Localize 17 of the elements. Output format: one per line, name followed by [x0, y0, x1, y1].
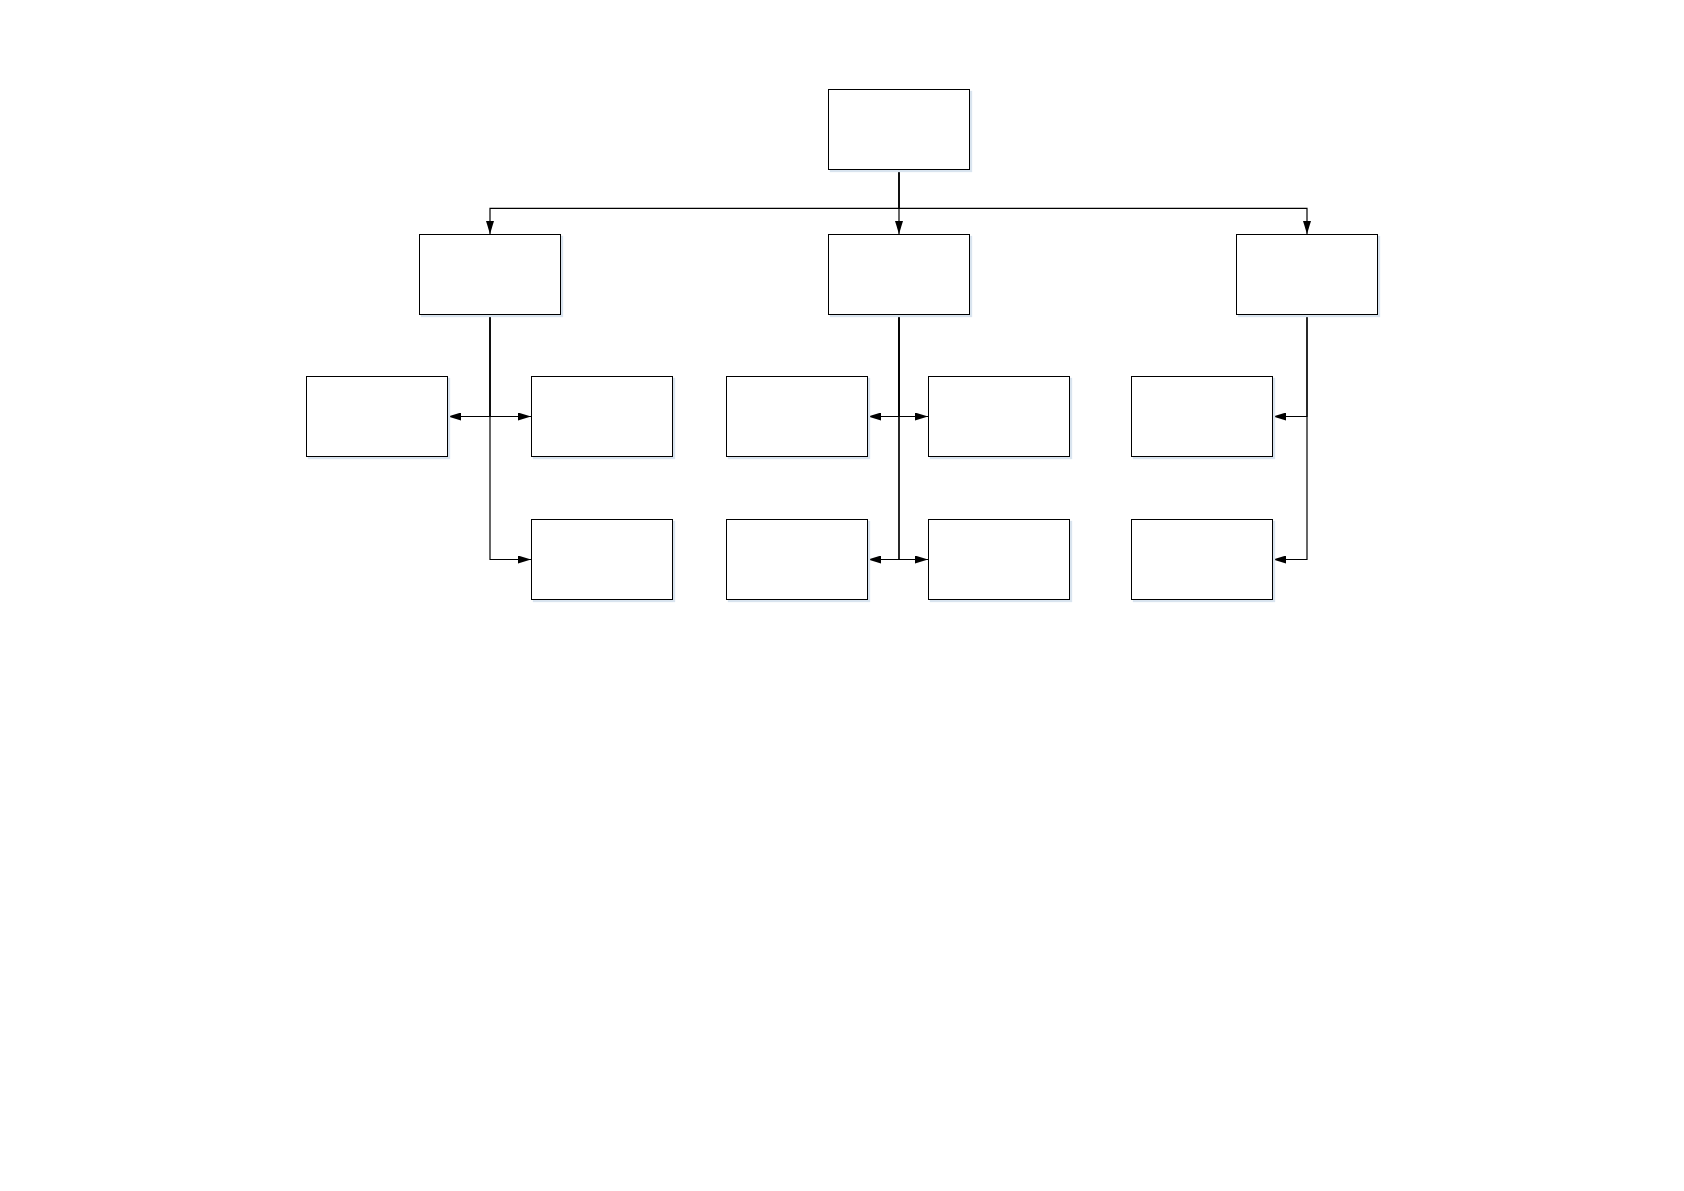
- process-box: [726, 376, 868, 457]
- process-box: [928, 376, 1070, 457]
- process-box: [1236, 234, 1378, 315]
- arrow: [898, 314, 929, 564]
- process-box: [1131, 376, 1273, 457]
- process-box: [828, 89, 970, 170]
- process-box: [306, 376, 448, 457]
- process-box: [828, 234, 970, 315]
- process-box: [928, 519, 1070, 600]
- arrow: [489, 314, 532, 564]
- process-box: [419, 234, 561, 315]
- process-box: [531, 519, 673, 600]
- arrow: [1272, 314, 1308, 564]
- process-box: [726, 519, 868, 600]
- arrow: [898, 169, 1311, 235]
- process-box: [1131, 519, 1273, 600]
- process-box: [531, 376, 673, 457]
